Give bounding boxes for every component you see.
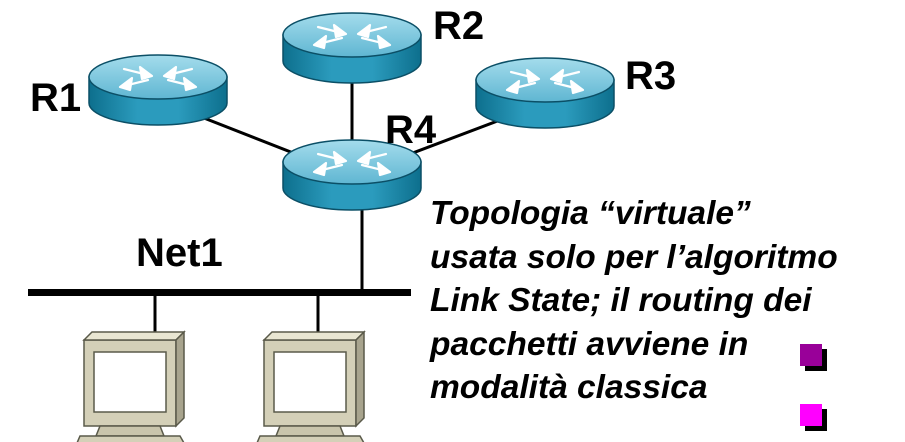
network-label-net1: Net1 [136,231,223,275]
caption-line: pacchetti avviene in [430,325,749,363]
router-label-r4: R4 [385,108,437,152]
caption-text: Topologia “virtuale” usata solo per l’al… [430,192,900,410]
router-r2-icon [281,11,423,85]
router-r1-icon [87,53,229,127]
router-r3-icon [474,56,616,130]
caption-line: usata solo per l’algoritmo [430,238,838,276]
pc-1-icon [73,331,189,442]
bullet-magenta-icon [800,404,827,431]
router-label-r3: R3 [625,54,677,98]
caption-line: Topologia “virtuale” [430,195,751,232]
net1-bus [28,289,411,296]
bullet-purple-icon [800,344,827,371]
router-label-r2: R2 [433,4,485,48]
router-label-r1: R1 [30,76,82,120]
pc-2-icon [253,331,369,442]
caption-line: Link State; il routing dei [430,282,812,319]
caption-line: modalità classica [430,369,708,406]
